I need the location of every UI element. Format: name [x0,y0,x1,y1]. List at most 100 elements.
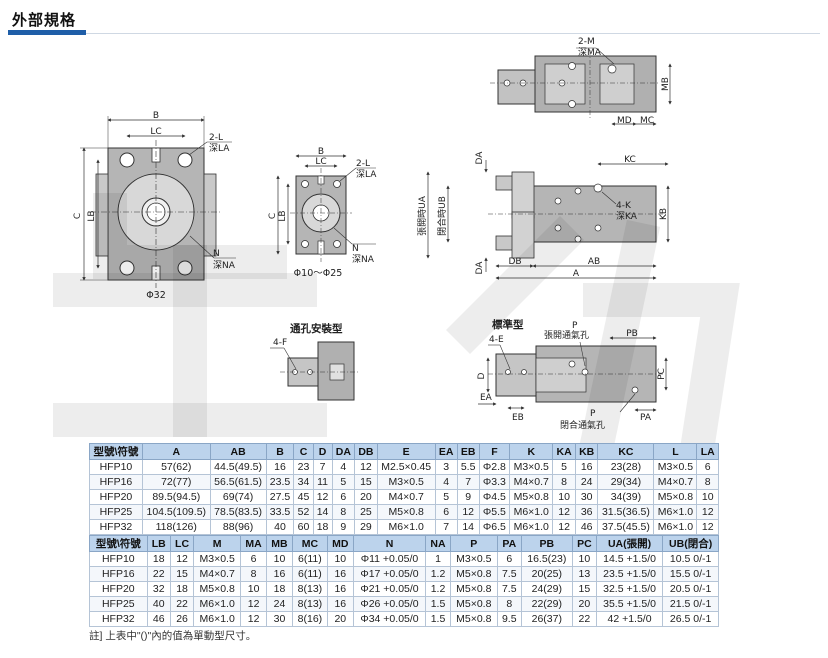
table-cell: 7.5 [496,581,522,597]
table-cell: M6×1.0 [376,519,436,535]
column-header: EA [434,443,458,460]
table-cell: 23(28) [597,459,655,475]
table-cell: 33.5 [265,504,295,520]
table-cell: M5×0.8 [509,489,554,505]
table-cell: 7 [456,474,480,490]
table-cell: 8 [240,566,268,582]
side-view: KC 4-K 深KA KB DA DA 張開時UA 閉合時UB DB AB A [417,151,670,280]
std-title: 標準型 [492,318,524,331]
table-cell: 20 [571,596,597,612]
label-small-2l: 2-L [356,159,370,169]
label-std-d: D [477,372,487,379]
table-cell: 1.5 [425,596,451,612]
column-header: F [478,443,511,460]
label-std-ea: EA [480,393,493,403]
table-cell: 6 [696,459,719,475]
table-cell: 15 [571,581,597,597]
column-header: MC [291,535,328,552]
table-cell: 24 [266,596,293,612]
table-cell: 1.2 [425,566,451,582]
table-cell: Φ11 +0.05/0 [352,551,427,567]
column-header: M [193,535,242,552]
table-cell: 14 [312,504,333,520]
table-cell: 21.5 0/-1 [662,596,719,612]
table-cell: Φ26 +0.05/0 [352,596,427,612]
table-cell: 30 [266,611,293,627]
table-cell: 18 [312,519,333,535]
table-cell: 88(96) [209,519,267,535]
column-header: E [376,443,436,460]
table-cell: 6 [496,551,522,567]
table-cell: 24 [574,474,599,490]
table-cell: 10 [696,489,719,505]
column-header: LA [696,443,719,460]
label-small-phi: Φ10～Φ25 [294,268,343,279]
table-cell: M4×0.7 [653,474,698,490]
column-header: D [312,443,333,460]
table-cell: M5×0.8 [449,566,498,582]
label-side-da1: DA [475,151,485,165]
table-cell: 10 [552,489,576,505]
table-cell: 22 [169,596,195,612]
table-cell: 46 [574,519,599,535]
label-small-lc: LC [315,157,326,167]
label-std-open-port: 張開通氣孔 [544,329,589,341]
table-cell: 8 [696,474,719,490]
table-cell: 34 [293,474,314,490]
table-cell: 15.5 0/-1 [662,566,719,582]
column-header: N [352,535,427,552]
column-header: 型號\符號 [89,443,143,460]
table-cell: Φ21 +0.05/0 [352,581,427,597]
table-cell: M4×0.7 [509,474,554,490]
dimension-drawings: B LC 2-L 深LA C LB N 深NA Φ32 [73,37,672,431]
table-cell: 35.5 +1.5/0 [595,596,664,612]
table-cell: 6 [434,504,458,520]
table-cell: 22 [571,611,597,627]
table-cell: 46 [146,611,171,627]
label-small-b: B [318,147,324,157]
table-cell: 25 [354,504,378,520]
table-cell: 16.5(23) [520,551,573,567]
table-cell: 78.5(83.5) [209,504,267,520]
table-cell: 118(126) [141,519,211,535]
column-header: MD [326,535,354,552]
table-cell: 12 [240,611,268,627]
table-cell: 60 [293,519,314,535]
label-front-phi32: Φ32 [146,290,166,301]
table-cell: M6×1.0 [193,611,242,627]
column-header: 型號\符號 [89,535,148,552]
table-cell: M4×0.7 [193,566,242,582]
table-cell: HFP10 [89,551,148,567]
table-cell: M3×0.5 [653,459,698,475]
top-view: 2-M 深MA MB MD MC [490,37,672,126]
table-cell: 10.5 0/-1 [662,551,719,567]
table-cell: 11 [312,474,333,490]
column-header: A [141,443,211,460]
table-cell: 8 [331,504,356,520]
label-side-ua: 張開時UA [417,195,428,236]
column-header: B [265,443,295,460]
label-side-kb: KB [659,208,669,220]
label-front-n: N [213,249,220,259]
table-cell: Φ5.5 [478,504,511,520]
label-std-p-open: P [572,321,578,331]
table-cell: 16 [326,581,354,597]
column-header: K [509,443,554,460]
table-cell: Φ3.3 [478,474,511,490]
table-cell: 23.5 +1.5/0 [595,566,664,582]
table-cell: HFP16 [89,566,148,582]
table-cell: 4 [434,474,458,490]
table-cell: 10 [326,551,354,567]
table-cell: 12 [354,459,378,475]
table-cell: 7 [312,459,333,475]
table-cell: 29(34) [597,474,655,490]
